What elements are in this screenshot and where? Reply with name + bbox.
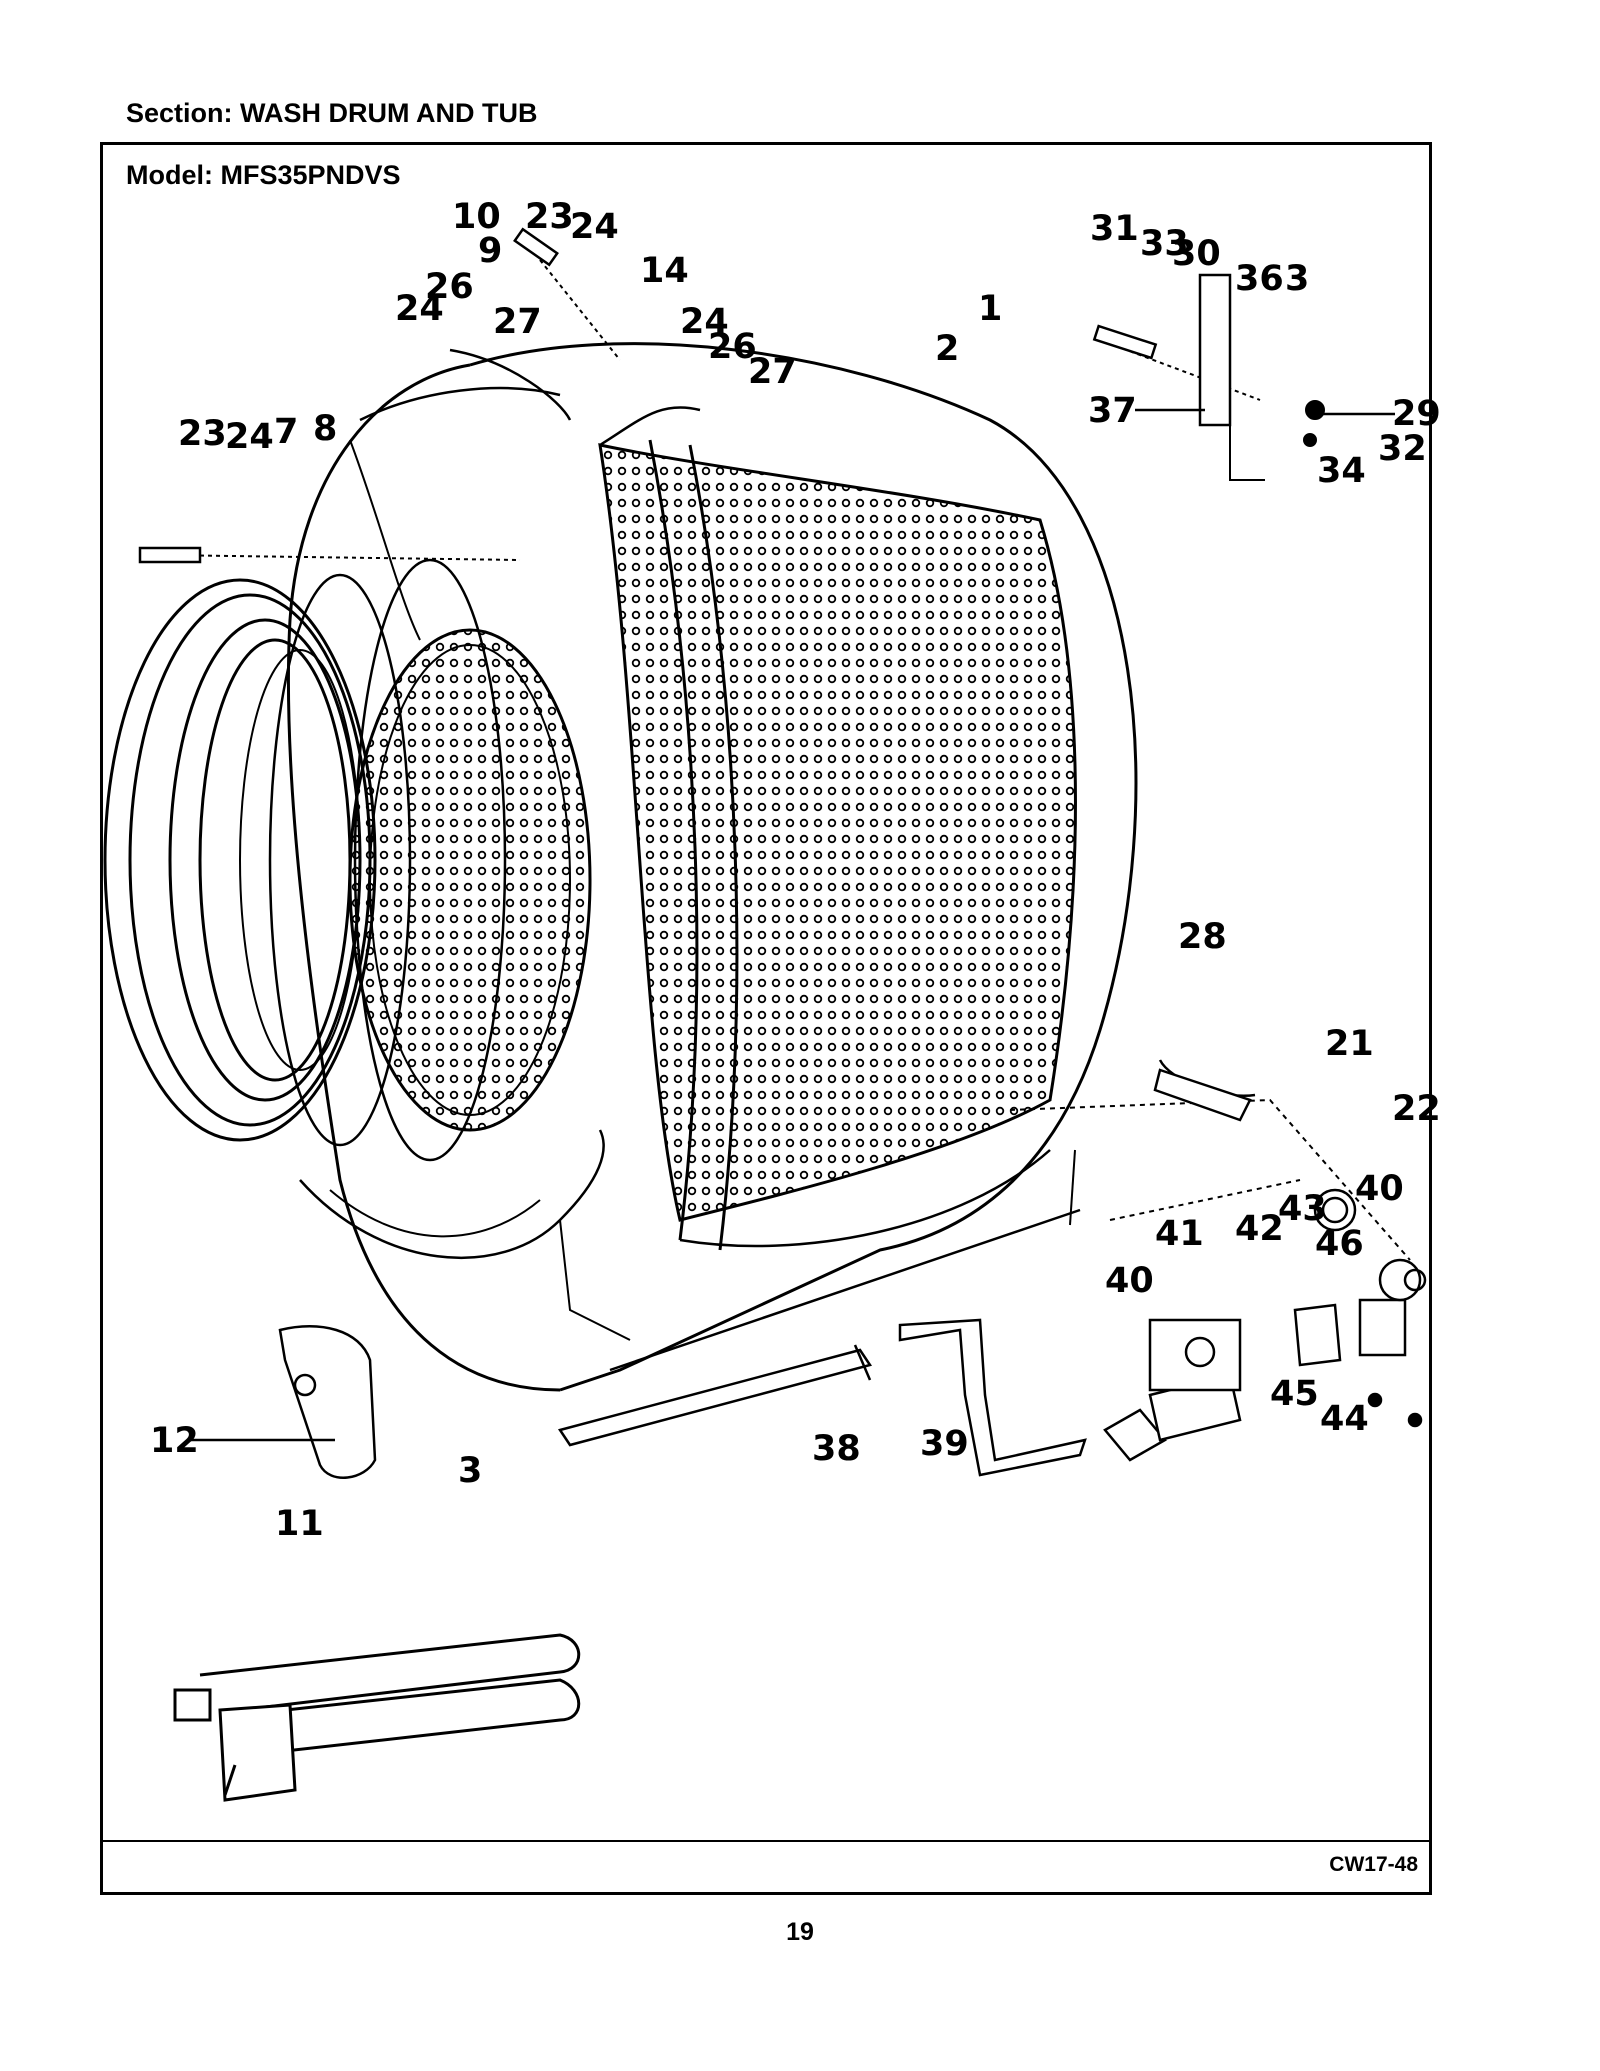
callout-28: 28 (1178, 917, 1227, 957)
callout-2: 2 (935, 329, 959, 369)
callout-23: 23 (178, 414, 227, 454)
callout-3: 3 (1285, 259, 1309, 299)
callout-12: 12 (150, 1421, 199, 1461)
callout-39: 39 (920, 1424, 969, 1464)
callout-32: 32 (1378, 429, 1427, 469)
callout-37: 37 (1088, 391, 1137, 431)
callout-10: 10 (452, 197, 501, 237)
callout-33: 33 (1140, 224, 1189, 264)
callout-labels: 10 23 24 9 26 24 27 14 24 26 27 2 1 23 2… (150, 197, 1441, 1544)
callout-42: 42 (1235, 1209, 1284, 1249)
callout-14: 14 (640, 251, 689, 291)
callout-46: 46 (1315, 1224, 1364, 1264)
callout-24: 24 (570, 207, 619, 247)
callout-34: 34 (1317, 451, 1366, 491)
front-opening-inner-drum (348, 628, 592, 1132)
callout-1: 1 (978, 289, 1002, 329)
leader-lines (190, 408, 1395, 1442)
heating-element (173, 1633, 581, 1802)
callout-3: 3 (458, 1451, 482, 1491)
callout-27: 27 (748, 352, 797, 392)
callout-24: 24 (395, 289, 444, 329)
callout-27: 27 (493, 302, 542, 342)
callout-26: 26 (708, 327, 757, 367)
water-inlet-assembly (557, 1188, 1427, 1477)
callout-44: 44 (1320, 1399, 1369, 1439)
callout-8: 8 (313, 409, 337, 449)
mounting-plate (278, 1325, 377, 1479)
callout-9: 9 (478, 231, 502, 271)
callout-22: 22 (1392, 1089, 1441, 1129)
callout-11: 11 (275, 1504, 324, 1544)
callout-31: 31 (1090, 209, 1139, 249)
callout-23: 23 (525, 197, 574, 237)
figure-code: CW17-48 (1329, 1853, 1418, 1876)
frame-divider (103, 1840, 1429, 1842)
callout-26: 26 (425, 267, 474, 307)
callout-30: 30 (1172, 234, 1221, 274)
section-title: Section: WASH DRUM AND TUB (126, 98, 538, 128)
callout-36: 36 (1235, 259, 1284, 299)
model-title: Model: MFS35PNDVS (126, 160, 401, 190)
gasket-clamps (268, 348, 572, 1162)
door-gasket (103, 578, 377, 1142)
callout-29: 29 (1392, 394, 1441, 434)
callout-40: 40 (1105, 1261, 1154, 1301)
diagram-frame (100, 142, 1432, 1895)
perforated-drum (598, 406, 1077, 1251)
callout-41: 41 (1155, 1214, 1204, 1254)
page-number: 19 (786, 1918, 814, 1946)
callout-21: 21 (1325, 1024, 1374, 1064)
callout-38: 38 (812, 1429, 861, 1469)
callout-43: 43 (1278, 1189, 1327, 1229)
callout-40: 40 (1355, 1169, 1404, 1209)
callout-24: 24 (680, 302, 729, 342)
callout-7: 7 (274, 412, 298, 452)
callout-45: 45 (1270, 1374, 1319, 1414)
callout-24: 24 (225, 417, 274, 457)
hardware-and-dashed-leaders (138, 227, 1411, 1261)
